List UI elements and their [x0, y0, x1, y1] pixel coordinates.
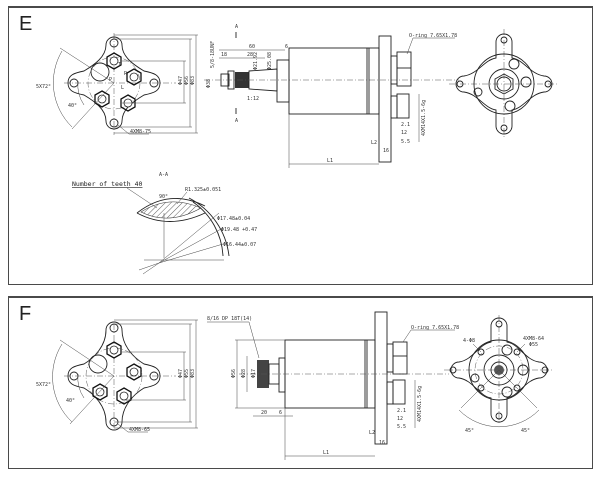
oring-callout: O-ring 7.65X1.78: [409, 33, 457, 39]
dim-label: 16: [383, 148, 389, 154]
port-label: L: [121, 85, 124, 91]
bolt-hole-callout: 4XM8-75: [130, 129, 151, 135]
thread-label: 4XM14X1.5-6g: [417, 386, 423, 422]
dim-label: 16: [379, 440, 385, 446]
section-marker: A: [235, 24, 238, 30]
dim-label: Φ83: [190, 76, 196, 85]
front-view-e: P T L R 5X72° 40° 4XM8-75 Φ47 Φ56 Φ83: [36, 33, 198, 135]
panel-label: F: [19, 303, 32, 325]
dim-label: 6: [279, 410, 282, 416]
angle-label: 45°: [465, 428, 474, 434]
dim-label: L1: [323, 450, 329, 456]
oring-callout: O-ring 7.65X1.78: [411, 325, 459, 331]
dim-label: 2.1: [401, 122, 410, 128]
port-label: T: [118, 62, 121, 68]
angle-label: 90°: [159, 194, 168, 200]
front-view-f: 5X72° 40° 4XM8-65 Φ47 Φ55 Φ83: [36, 319, 198, 433]
bolt-hole-callout: 4XM8-65: [129, 427, 150, 433]
side-view-f: 8/16 DP 18T(14) Φ56 Φ28 Φ17 20: [207, 311, 459, 460]
dim-label: Φ83: [190, 369, 196, 378]
dim-label: 12: [401, 130, 407, 136]
panel-label: E: [19, 13, 33, 35]
dim-label: 18: [221, 52, 227, 58]
dim-label: 2.1: [397, 408, 406, 414]
dim-label: Φ56: [231, 369, 237, 378]
drawing-panel-f: F 5X72° 40°: [8, 296, 593, 469]
port-label: R: [124, 71, 128, 77]
port-label: P: [109, 77, 112, 83]
dim-label: 20: [261, 410, 267, 416]
rear-view-f: 4-Φ8 4XM8-64 Φ55 45° 45°: [444, 315, 554, 434]
section-title: A-A: [159, 172, 168, 178]
callout: Φ16.44±0.07: [223, 242, 256, 248]
spline-callout: 8/16 DP 18T(14): [207, 316, 252, 322]
dim-label: 6: [285, 44, 288, 50]
angle-label: 5X72°: [36, 84, 51, 90]
dim-label: 28: [247, 52, 253, 58]
dim-label: Φ47: [178, 76, 184, 85]
bolt-callout: 4XM8-64: [523, 336, 544, 342]
dim-label: 60: [249, 44, 255, 50]
dim-label: L2: [369, 430, 375, 436]
dim-label: 5.5: [397, 424, 406, 430]
dim-label: Φ47: [178, 369, 184, 378]
dim-label: Φ55: [184, 369, 190, 378]
thread-label: 5/8-18UNF: [210, 41, 216, 68]
callout: Φ17.48±0.04: [217, 216, 250, 222]
dim-label: Φ28: [241, 369, 247, 378]
angle-label: 40°: [68, 103, 77, 109]
dim-label: Φ17: [251, 369, 257, 378]
dim-label: L2: [371, 140, 377, 146]
callout: R1.325±0.051: [185, 187, 221, 193]
taper-label: 1:12: [247, 96, 259, 102]
drawing-e: P T L R 5X72° 40° 4XM8-75 Φ47 Φ56 Φ83: [36, 24, 559, 275]
dim-label: Φ38: [206, 79, 212, 88]
dim-label: L1: [327, 158, 333, 164]
teeth-label: Number of teeth 40: [72, 180, 143, 188]
dim-label: 12: [397, 416, 403, 422]
side-view-e: A A 60 18 28: [204, 24, 459, 168]
callout: Φ19.48 +0.47: [221, 227, 257, 233]
rear-view-e: [449, 29, 559, 139]
dim-label: Φ56: [184, 76, 190, 85]
thread-label: 4XM14X1.5-6g: [421, 100, 427, 136]
drawing-panel-e: E: [8, 6, 593, 285]
dim-label: 5.5: [401, 139, 410, 145]
section-marker: A: [235, 118, 238, 124]
dim-label: Φ25.08: [267, 52, 273, 70]
port-fitting: [106, 52, 122, 70]
angle-label: 45°: [521, 428, 530, 434]
hole-callout: 4-Φ8: [463, 338, 475, 344]
section-a-a: A-A Number of teeth 40 90° R1.325±0.051: [72, 172, 257, 275]
dim-label: Φ55: [529, 342, 538, 348]
drawing-f: 5X72° 40° 4XM8-65 Φ47 Φ55 Φ83 8/16 DP 18…: [36, 311, 554, 460]
dim-label: Φ21.92: [253, 52, 259, 70]
angle-label: 40°: [66, 398, 75, 404]
angle-label: 5X72°: [36, 382, 51, 388]
